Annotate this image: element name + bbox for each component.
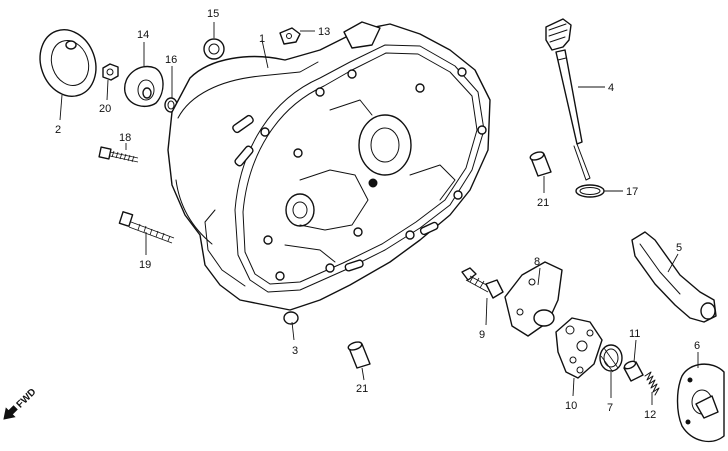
callout-13: 13 bbox=[318, 26, 330, 38]
part-6-pump-assembly bbox=[676, 363, 725, 443]
callout-11: 11 bbox=[629, 328, 640, 340]
part-21-dowel-pin-upper bbox=[529, 151, 552, 177]
part-10-plate-gasket bbox=[555, 317, 603, 379]
callout-5: 5 bbox=[676, 242, 682, 254]
callout-8: 8 bbox=[534, 256, 540, 268]
callout-16: 16 bbox=[165, 54, 177, 66]
callout-20: 20 bbox=[99, 103, 111, 115]
callout-19: 19 bbox=[139, 259, 151, 271]
callout-12: 12 bbox=[644, 409, 656, 421]
callout-6: 6 bbox=[694, 340, 700, 352]
callout-21-upper: 21 bbox=[537, 197, 549, 209]
fwd-arrow-icon bbox=[3, 405, 18, 420]
part-8-plate bbox=[504, 261, 563, 337]
part-19-bolt bbox=[118, 211, 175, 244]
part-4-dipstick bbox=[545, 18, 591, 181]
callout-2: 2 bbox=[55, 124, 61, 136]
part-12-spring bbox=[644, 371, 660, 396]
part-15-seal bbox=[203, 38, 225, 60]
callout-1: 1 bbox=[259, 33, 265, 45]
callout-9: 9 bbox=[479, 329, 485, 341]
callout-4: 4 bbox=[608, 82, 614, 94]
part-2-cover-disc bbox=[39, 29, 97, 97]
part-1-crankcase-cover bbox=[167, 21, 491, 325]
part-14-cap bbox=[124, 65, 164, 107]
part-13-clip bbox=[279, 27, 301, 45]
part-7-oil-seal bbox=[599, 344, 623, 373]
part-11-pin bbox=[623, 360, 644, 382]
part-9-stud-bolt bbox=[461, 267, 504, 299]
callout-10: 10 bbox=[565, 400, 577, 412]
part-21-dowel-pin-lower bbox=[347, 341, 371, 369]
part-5-shift-arm bbox=[631, 231, 717, 323]
callout-7: 7 bbox=[607, 402, 613, 414]
fwd-arrow-indicator: FWD bbox=[3, 387, 39, 420]
part-20-nut bbox=[102, 63, 119, 81]
callout-17: 17 bbox=[626, 186, 638, 198]
callout-21-lower: 21 bbox=[356, 383, 368, 395]
callout-14: 14 bbox=[137, 29, 149, 41]
callout-18: 18 bbox=[119, 132, 131, 144]
callout-3: 3 bbox=[292, 345, 298, 357]
fwd-label: FWD bbox=[15, 387, 39, 411]
part-17-o-ring bbox=[575, 184, 605, 198]
callout-15: 15 bbox=[207, 8, 219, 20]
part-18-bolt bbox=[98, 146, 139, 163]
